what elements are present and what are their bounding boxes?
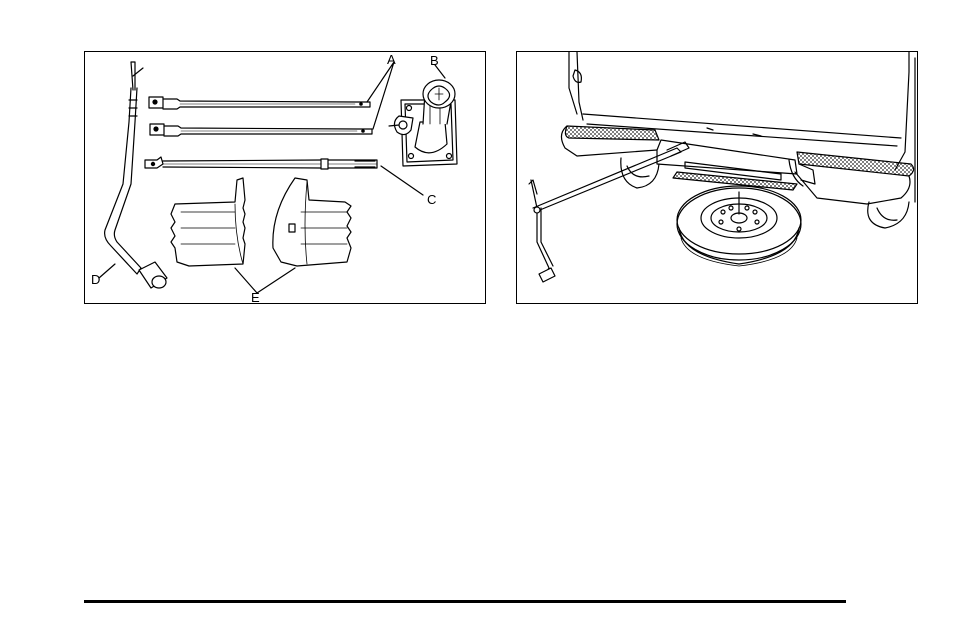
- callout-e: E: [251, 290, 260, 303]
- spare-tire-drawing: [517, 52, 917, 303]
- callout-b: B: [430, 53, 439, 68]
- wrench-and-extension: [529, 142, 689, 282]
- callout-c: C: [427, 192, 436, 207]
- extension-tool-a-lower: [150, 124, 372, 136]
- wheel-wrench-d: [105, 62, 167, 288]
- tool-kit-illustration: A B C D E: [84, 51, 486, 304]
- callout-d: D: [91, 272, 100, 287]
- tool-kit-drawing: A B C D E: [85, 52, 485, 303]
- callout-a: A: [387, 52, 396, 67]
- extension-tool-c: [145, 157, 377, 169]
- jack-b: [389, 80, 457, 166]
- page-footer-rule: [84, 600, 846, 603]
- spare-tire: [677, 186, 801, 266]
- extension-tool-a-upper: [149, 97, 370, 109]
- wheel-blocks-e: [171, 178, 351, 266]
- spare-tire-illustration: [516, 51, 918, 304]
